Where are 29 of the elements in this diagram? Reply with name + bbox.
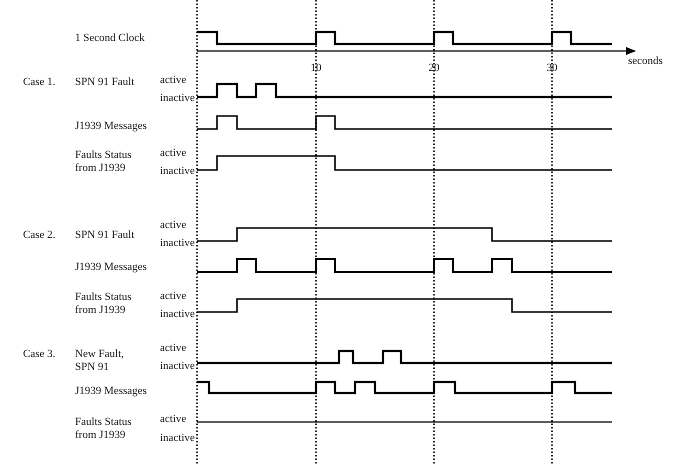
state-label: inactive [160,432,195,445]
state-label: active [160,413,186,426]
state-label: inactive [160,92,195,105]
tick-label: 20 [428,62,440,75]
tick-label: 10 [310,62,322,75]
signal-name: J1939 Messages [75,120,147,133]
signal-name: J1939 Messages [75,261,147,274]
case-label: Case 3. [23,348,56,361]
state-label: active [160,219,186,232]
state-label: active [160,147,186,160]
state-label: active [160,342,186,355]
state-label: inactive [160,165,195,178]
state-label: active [160,74,186,87]
state-label: inactive [160,360,195,373]
state-label: inactive [160,237,195,250]
signal-name: New Fault, SPN 91 [75,348,125,374]
signal-name: SPN 91 Fault [75,229,134,242]
signal-name: J1939 Messages [75,385,147,398]
signal-name: Faults Status from J1939 [75,291,133,317]
signal-name: 1 Second Clock [75,32,145,45]
case-label: Case 1. [23,76,56,89]
state-label: inactive [160,308,195,321]
state-label: active [160,290,186,303]
axis-title: seconds [628,55,663,68]
signal-name: Faults Status from J1939 [75,149,133,175]
case-label: Case 2. [23,229,56,242]
signal-name: Faults Status from J1939 [75,416,133,442]
tick-label: 30 [546,62,558,75]
signal-name: SPN 91 Fault [75,76,134,89]
